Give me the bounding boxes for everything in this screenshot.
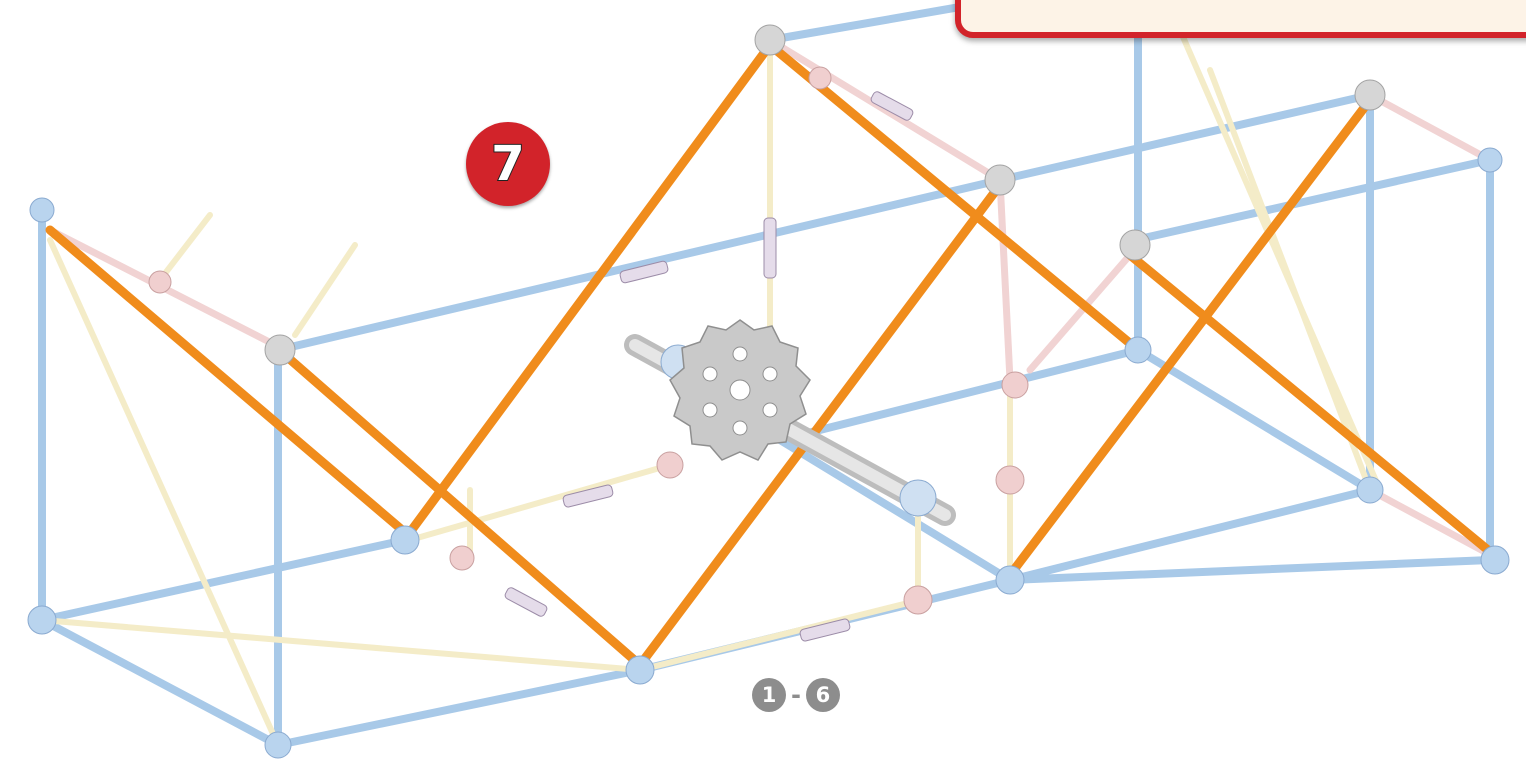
rod-cream <box>637 597 923 673</box>
connector-icon <box>148 66 1029 615</box>
rod-blue <box>38 536 409 624</box>
reference-steps: 1 - 6 <box>752 678 840 712</box>
rod-cream <box>1207 67 1373 493</box>
rod-blue <box>1134 346 1374 494</box>
step-number-badge: 7 <box>466 122 550 206</box>
rod-orange <box>1125 250 1505 565</box>
rod-orange <box>1005 95 1375 580</box>
reference-step-separator: - <box>791 681 801 709</box>
rod-cream <box>39 617 643 673</box>
rod-pink <box>1026 251 1134 374</box>
rod-orange <box>45 225 413 540</box>
rod-cream <box>47 237 281 748</box>
rod-orange <box>403 40 775 540</box>
rod-orange <box>635 180 1005 670</box>
connector-icon <box>264 24 1386 366</box>
callout-box <box>955 0 1526 38</box>
rod-blue <box>1131 156 1494 244</box>
pegs <box>157 212 358 338</box>
rod-blue <box>776 436 1014 584</box>
rod-orange <box>280 350 645 670</box>
rod-blue <box>996 91 1374 184</box>
peg <box>292 242 358 338</box>
orange-rods <box>45 40 1505 670</box>
rod-pink <box>1366 486 1504 564</box>
step-number: 7 <box>490 135 525 193</box>
reference-step-from: 1 <box>752 678 786 712</box>
rod-blue <box>274 176 1004 354</box>
rod-blue <box>274 666 644 749</box>
connector-icon <box>899 479 937 517</box>
rod-pink <box>996 176 1014 384</box>
rod-cream <box>407 462 673 543</box>
rod-pink <box>766 36 1004 184</box>
rod-pink <box>1366 91 1494 164</box>
rod-orange <box>765 40 1143 355</box>
peg <box>157 212 213 283</box>
gear-icon <box>669 319 811 461</box>
rod-blue <box>38 616 282 749</box>
rod-blue <box>1006 486 1374 584</box>
rod-blue <box>1006 556 1494 584</box>
connectors <box>27 24 1510 759</box>
coupler <box>504 91 914 642</box>
rod-blue <box>776 346 1142 444</box>
reference-step-to: 6 <box>805 678 840 712</box>
